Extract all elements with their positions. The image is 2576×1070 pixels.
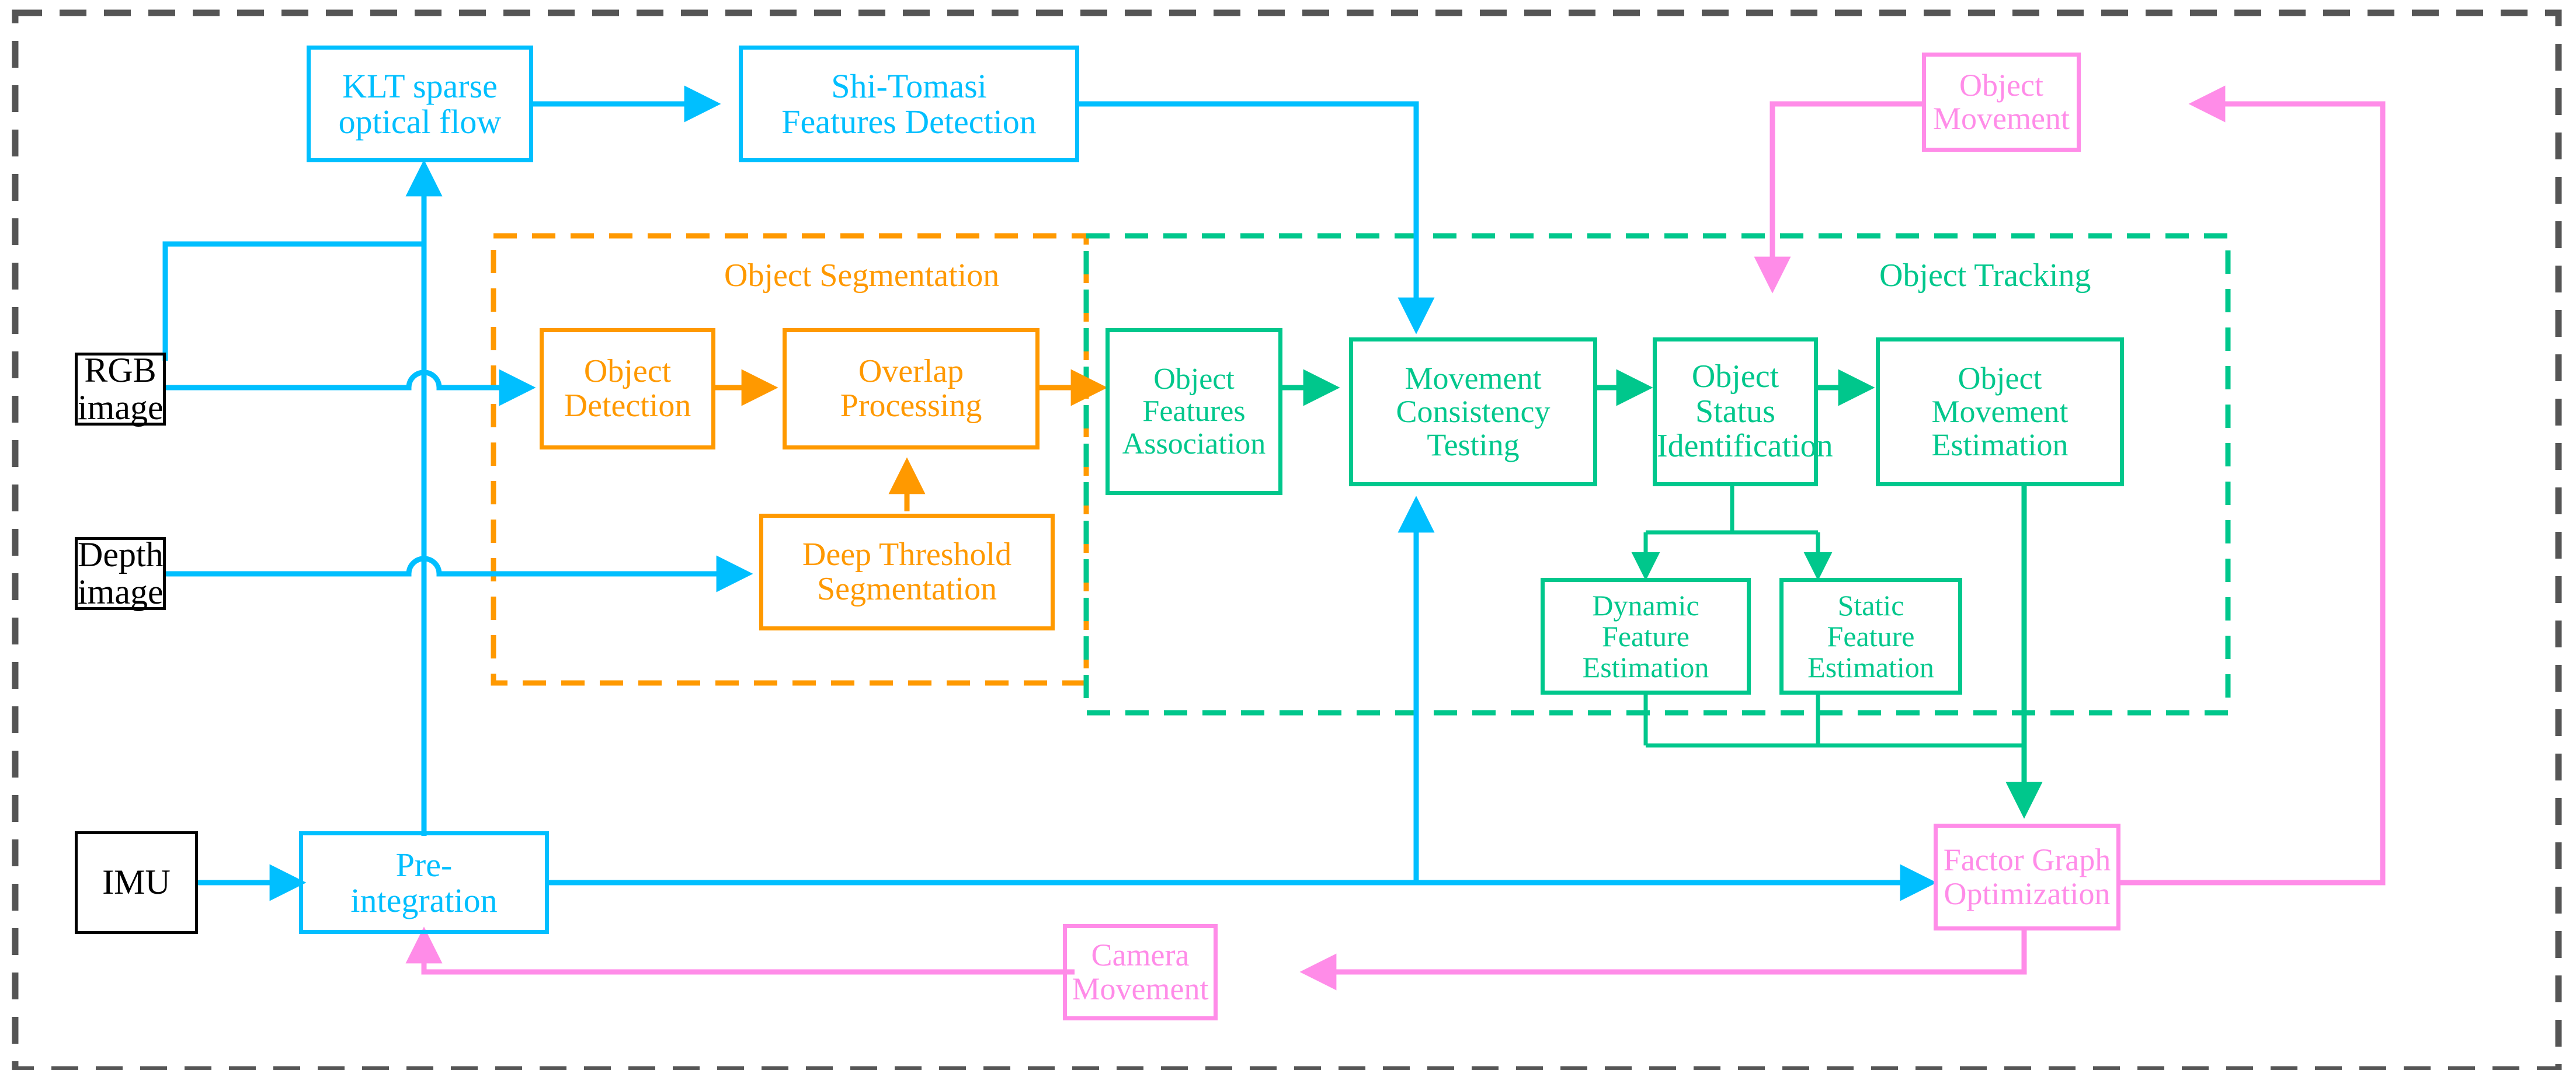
node-rgb-image-line-1: image bbox=[78, 388, 164, 427]
node-cm-line-0: Camera bbox=[1091, 937, 1190, 973]
node-dfe-line-1: Feature bbox=[1602, 619, 1689, 653]
node-overlap-processing[interactable]: Overlap Processing bbox=[783, 328, 1040, 449]
node-osi-line-0: Object Status bbox=[1691, 358, 1779, 430]
node-dynamic-feature-estimation[interactable]: Dynamic Feature Estimation bbox=[1541, 578, 1751, 695]
node-mct-line-0: Movement bbox=[1405, 360, 1542, 396]
edge-camera-movement-to-preintegration bbox=[405, 926, 1075, 975]
node-ofa-line-1: Features bbox=[1142, 395, 1246, 428]
node-sfe-line-0: Static bbox=[1837, 588, 1904, 622]
node-movement-consistency-testing[interactable]: Movement Consistency Testing bbox=[1349, 337, 1597, 486]
edge-object-movement-to-object-status bbox=[1754, 101, 1923, 294]
node-object-movement[interactable]: Object Movement bbox=[1922, 53, 2081, 152]
node-overlap-line-0: Overlap bbox=[858, 353, 964, 389]
node-klt-sparse-optical-flow[interactable]: KLT sparse optical flow bbox=[307, 46, 533, 162]
node-dfe-line-2: Estimation bbox=[1582, 650, 1709, 684]
node-ome-line-1: Movement bbox=[1931, 393, 2069, 429]
node-shi-tomasi-features-detection[interactable]: Shi-Tomasi Features Detection bbox=[739, 46, 1079, 162]
node-om-line-1: Movement bbox=[1933, 101, 2070, 136]
node-object-features-association[interactable]: Object Features Association bbox=[1106, 328, 1282, 495]
node-static-feature-estimation[interactable]: Static Feature Estimation bbox=[1779, 578, 1962, 695]
node-preintegration-line-0: Pre- bbox=[395, 845, 453, 884]
node-cm-line-1: Movement bbox=[1072, 971, 1209, 1006]
node-object-detection-line-1: Detection bbox=[564, 388, 691, 424]
node-shitomasi-line-1: Features Detection bbox=[781, 103, 1037, 141]
node-object-detection[interactable]: Object Detection bbox=[540, 328, 715, 449]
node-deep-threshold-line-1: Segmentation bbox=[817, 571, 997, 607]
node-imu[interactable]: IMU bbox=[75, 831, 198, 934]
edge-depth-to-deep-threshold bbox=[165, 555, 753, 592]
node-klt-line-0: KLT sparse bbox=[342, 67, 498, 105]
edge-factor-graph-to-camera-movement bbox=[1299, 930, 2027, 991]
node-imu-line-0: IMU bbox=[102, 863, 171, 902]
node-depth-image-line-1: image bbox=[78, 572, 164, 611]
edge-rgb-to-klt-branch bbox=[162, 241, 424, 361]
node-ofa-line-2: Association bbox=[1122, 427, 1266, 461]
node-fgo-line-1: Optimization bbox=[1944, 876, 2111, 911]
node-camera-movement[interactable]: Camera Movement bbox=[1063, 924, 1218, 1020]
node-object-status-identification[interactable]: Object Status Identification bbox=[1653, 337, 1833, 486]
node-ome-line-0: Object bbox=[1958, 360, 2042, 396]
node-klt-line-1: optical flow bbox=[338, 103, 502, 141]
node-deep-threshold-segmentation[interactable]: Deep Threshold Segmentation bbox=[759, 514, 1055, 630]
node-factor-graph-optimization[interactable]: Factor Graph Optimization bbox=[1934, 824, 2120, 930]
edge-factor-graph-to-object-movement bbox=[2120, 85, 2386, 886]
outer-dashed-frame bbox=[12, 9, 2562, 1070]
edge-shitomasi-to-movement-consistency bbox=[1079, 101, 1435, 334]
node-rgb-image[interactable]: RGB image bbox=[75, 350, 166, 427]
node-rgb-image-line-0: RGB bbox=[84, 350, 157, 389]
node-overlap-line-1: Processing bbox=[840, 388, 982, 424]
node-depth-image-line-0: Depth bbox=[78, 535, 164, 574]
node-object-movement-estimation[interactable]: Object Movement Estimation bbox=[1876, 337, 2124, 486]
node-om-line-0: Object bbox=[1959, 67, 2043, 103]
node-dfe-line-0: Dynamic bbox=[1592, 588, 1699, 622]
node-ofa-line-0: Object bbox=[1153, 363, 1235, 396]
node-depth-image[interactable]: Depth image bbox=[75, 535, 166, 611]
node-deep-threshold-line-0: Deep Threshold bbox=[802, 536, 1012, 573]
node-sfe-line-1: Feature bbox=[1827, 619, 1915, 653]
node-osi-line-1: Identification bbox=[1657, 428, 1833, 465]
node-sfe-line-2: Estimation bbox=[1807, 650, 1934, 684]
edge-rgb-to-object-detection bbox=[165, 369, 536, 406]
group-label-object-segmentation: Object Segmentation bbox=[724, 257, 1000, 294]
node-mct-line-1: Consistency bbox=[1396, 393, 1551, 429]
node-object-detection-line-0: Object bbox=[583, 353, 672, 389]
node-mct-line-2: Testing bbox=[1427, 427, 1520, 463]
node-fgo-line-0: Factor Graph bbox=[1943, 842, 2111, 878]
node-shitomasi-line-0: Shi-Tomasi bbox=[831, 67, 987, 105]
node-preintegration-line-1: integration bbox=[350, 881, 498, 919]
group-label-object-tracking: Object Tracking bbox=[1879, 257, 2091, 294]
node-pre-integration[interactable]: Pre- integration bbox=[299, 831, 549, 934]
node-ome-line-2: Estimation bbox=[1931, 427, 2069, 463]
